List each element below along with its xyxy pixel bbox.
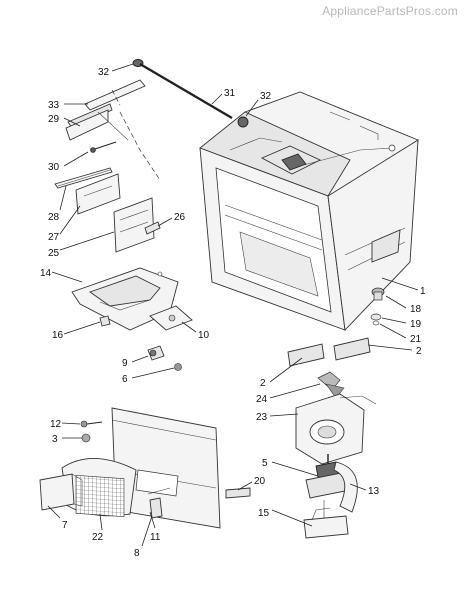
slide-rail-parts xyxy=(54,79,161,253)
callout-10: 10 xyxy=(198,330,210,341)
callout-25: 25 xyxy=(48,248,60,259)
grille-part xyxy=(39,458,137,517)
callout-labels: 32 31 32 33 29 30 28 27 26 25 14 16 10 9… xyxy=(40,67,426,559)
callout-22: 22 xyxy=(92,532,104,543)
callout-6: 6 xyxy=(122,374,128,385)
callout-29: 29 xyxy=(48,114,60,125)
callout-8: 8 xyxy=(134,548,140,559)
callout-30: 30 xyxy=(48,162,60,173)
callout-2-left: 2 xyxy=(260,378,266,389)
callout-7: 7 xyxy=(62,520,68,531)
callout-26: 26 xyxy=(174,212,186,223)
callout-24: 24 xyxy=(256,394,268,405)
callout-14: 14 xyxy=(40,268,52,279)
callout-23: 23 xyxy=(256,412,268,423)
callout-18: 18 xyxy=(410,304,422,315)
freezer-basket-part xyxy=(199,91,419,331)
callout-32-right: 32 xyxy=(260,91,272,102)
motor-part xyxy=(303,454,358,539)
control-housing-part xyxy=(71,267,193,331)
callout-1: 1 xyxy=(420,286,426,297)
callout-13: 13 xyxy=(368,486,380,497)
callout-15: 15 xyxy=(258,508,270,519)
callout-16: 16 xyxy=(52,330,64,341)
watermark: AppliancePartsPros.com xyxy=(322,4,458,18)
leader-lines xyxy=(47,63,419,547)
callout-31: 31 xyxy=(224,88,236,99)
callout-9: 9 xyxy=(122,358,128,369)
callout-20: 20 xyxy=(254,476,266,487)
rod-assembly xyxy=(132,59,249,128)
callout-28: 28 xyxy=(48,212,60,223)
callout-19: 19 xyxy=(410,319,422,330)
knob-parts xyxy=(147,345,182,371)
small-fittings xyxy=(370,287,385,326)
callout-2-right: 2 xyxy=(416,346,422,357)
callout-21: 21 xyxy=(410,334,422,345)
callout-5: 5 xyxy=(262,458,268,469)
fan-housing-part xyxy=(295,371,377,465)
callout-32-top: 32 xyxy=(98,67,110,78)
callout-33: 33 xyxy=(48,100,60,111)
callout-11: 11 xyxy=(150,532,161,543)
callout-3: 3 xyxy=(52,434,58,445)
callout-12: 12 xyxy=(50,419,62,430)
callout-27: 27 xyxy=(48,232,60,243)
lower-panel-part xyxy=(80,407,251,529)
filter-pads xyxy=(287,337,371,367)
